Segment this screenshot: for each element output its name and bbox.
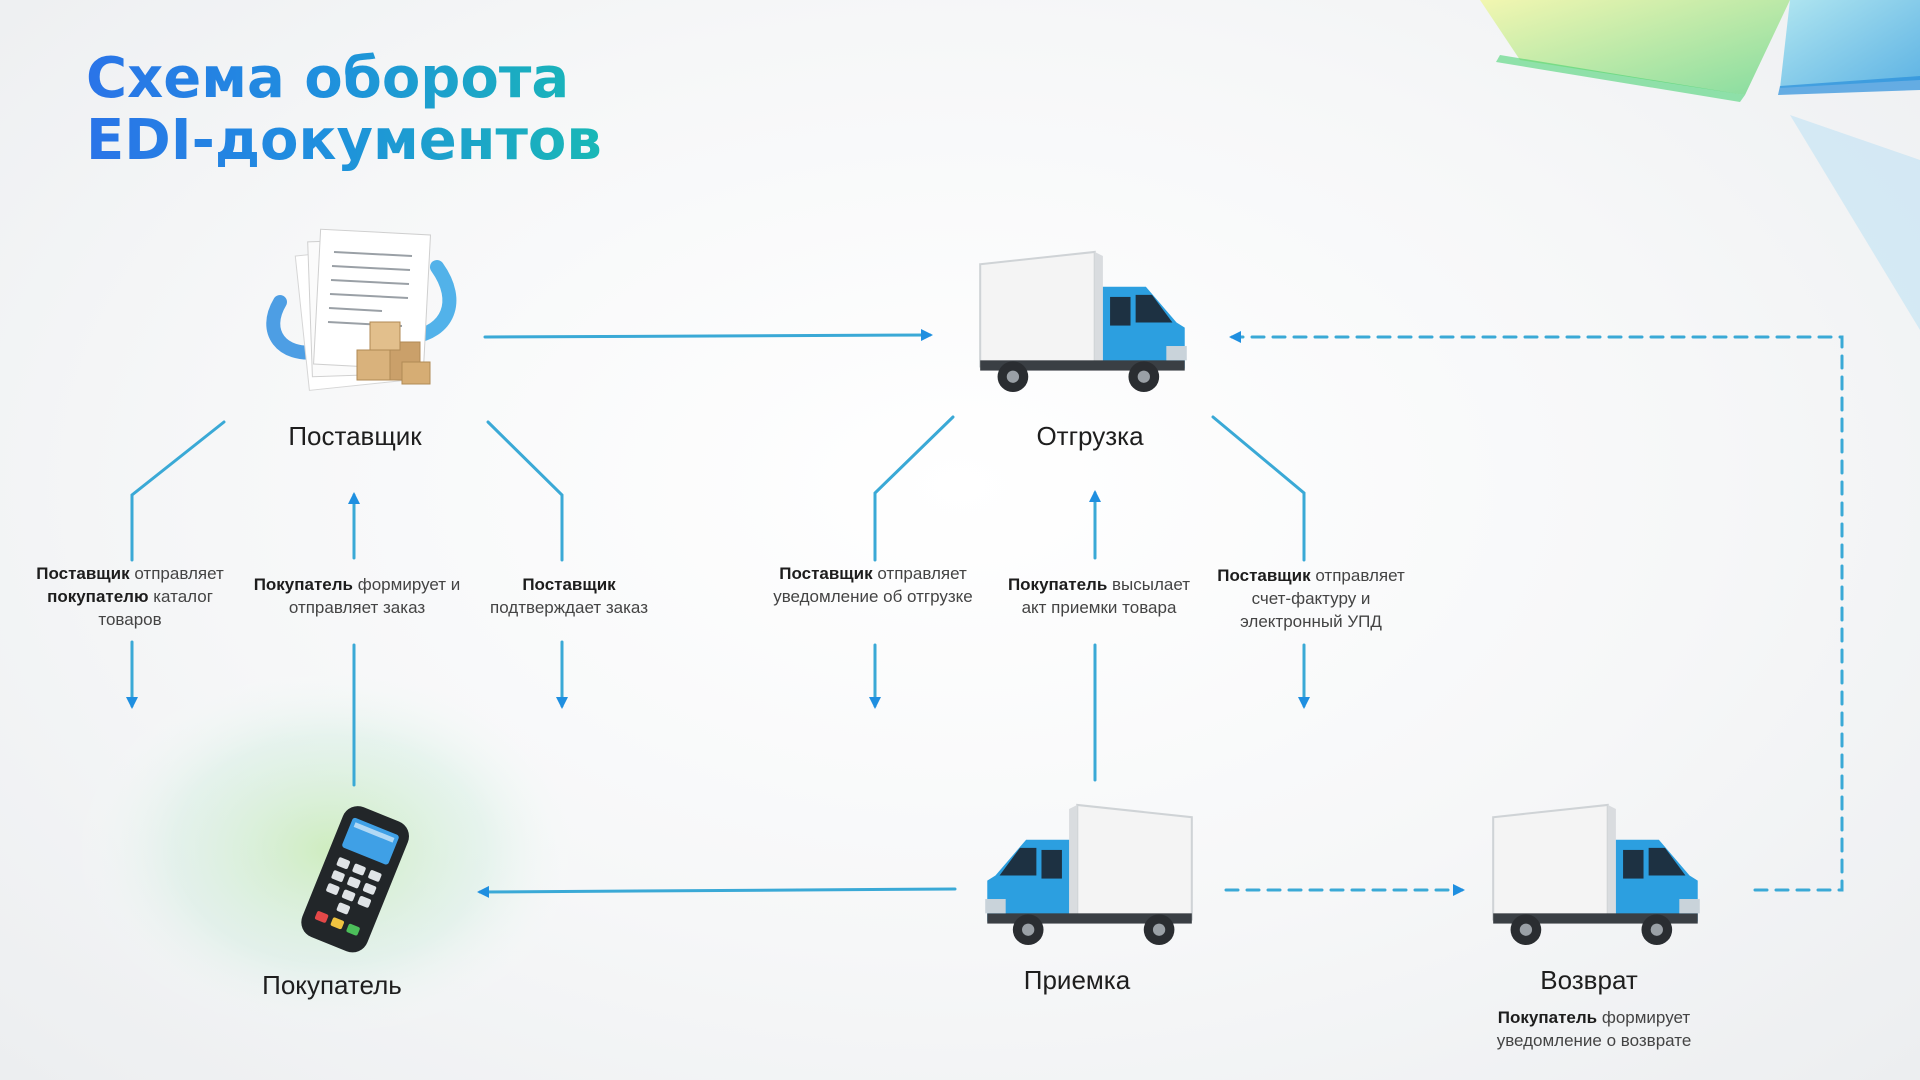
step-ship-notice-actor: Поставщик [779,564,873,583]
step-return-notice-actor: Покупатель [1497,1008,1598,1027]
step-order: Покупатель формирует и отправляет заказ [252,573,462,619]
connector-return-to-shipment [1229,331,1844,892]
step-acceptance-act-actor: Покупатель [1007,575,1108,594]
step-order-text: формирует и отправляет заказ [288,575,461,617]
step-return-notice-text: формирует уведомление о возврате [1496,1008,1692,1050]
step-ship-notice-text: отправляет уведомление об отгрузке [773,564,973,606]
acceptance-truck-icon [985,803,1193,946]
connector-confirm [486,420,564,562]
node-label-supplier: Поставщик [288,421,422,451]
step-acceptance-act: Покупатель высылает акт приемки товара [999,573,1199,619]
node-label-acceptance: Приемка [1023,965,1131,995]
connector-ship-notice [873,415,955,562]
step-catalog-actor: Поставщик [36,564,130,583]
arrow-acceptance-to-buyer [477,885,957,898]
step-confirm-text: подтверждает заказ [489,598,648,617]
connector-invoice [1211,415,1306,562]
step-catalog-text1: отправляет [129,564,224,583]
pos-terminal-icon [301,806,409,953]
step-acceptance-act-text: высылает акт приемки товара [1021,575,1191,617]
return-truck-icon [1492,803,1700,946]
step-invoice-text: отправляет счет-фактуру и электронный УП… [1240,566,1405,631]
step-order-actor: Покупатель [253,575,354,594]
step-confirm: Поставщик подтверждает заказ [479,573,659,619]
shipment-truck-icon [979,250,1187,393]
step-catalog: Поставщик отправляет покупателю каталог … [25,562,235,631]
node-label-return: Возврат [1540,965,1638,995]
step-catalog-actor2: покупателю [47,587,149,606]
node-label-shipment: Отгрузка [1036,421,1144,451]
step-invoice: Поставщик отправляет счет-фактуру и элек… [1206,564,1416,633]
documents-and-boxes-icon [266,228,457,391]
node-label-buyer: Покупатель [262,970,402,1000]
connector-catalog [130,420,226,562]
step-invoice-actor: Поставщик [1217,566,1311,585]
arrow-supplier-to-shipment [483,329,933,342]
step-ship-notice: Поставщик отправляет уведомление об отгр… [768,562,978,608]
step-catalog-text2: каталог товаров [98,587,213,629]
step-return-notice: Покупатель формирует уведомление о возвр… [1489,1006,1699,1052]
step-confirm-actor: Поставщик [522,575,616,594]
